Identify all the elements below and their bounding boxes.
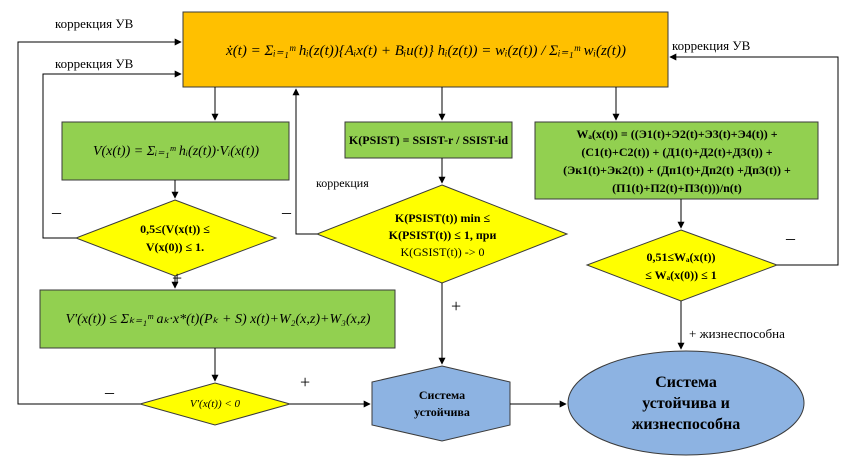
- viability-line-2: (С1(t)+С2(t)) + (Д1(t)+Д2(t)+Д3(t)) +: [581, 145, 773, 159]
- final-line-3: жизнеспособна: [631, 415, 741, 433]
- viability-line-1: Wₐ(x(t)) = ((Э1(t)+Э2(t)+Э3(t)+Э4(t)) +: [576, 127, 778, 141]
- viable-plus-label: + жизнеспособна: [689, 326, 785, 341]
- system-model-block: [182, 11, 669, 88]
- system-stable-pentagon: [371, 365, 511, 442]
- system-stable-text: Система устойчива: [380, 385, 504, 423]
- k-check-line-3: K(GSIST(t)) -> 0: [400, 244, 485, 259]
- minus-sign-left: –: [52, 202, 61, 222]
- minus-sign-right: –: [786, 228, 795, 248]
- correction-uv-label-right: коррекция УВ: [672, 38, 751, 53]
- viability-check-text: 0,51≤Wₐ(x(t)) ≤ Wₐ(x(0)) ≤ 1: [615, 247, 747, 285]
- lyapunov-derivative-formula: V′(x(t)) ≤ Σₖ₌₁ᵐ aₖ·x*(t)(Pₖ + S) x(t)+W…: [65, 311, 371, 327]
- k-check-line-2: K(PSIST(t)) ≤ 1, при: [388, 227, 497, 242]
- lyapunov-check-line-2: V(x(0)) ≤ 1.: [145, 240, 205, 254]
- system-stable-viable-text: Система устойчива и жизнеспособна: [596, 368, 776, 438]
- lyapunov-function-formula: V(x(t)) = Σᵢ₌₁ᵐ hᵢ(z(t))·Vᵢ(x(t)): [92, 143, 260, 159]
- minus-sign-bottom: –: [105, 382, 114, 402]
- correction-label-mid: коррекция: [316, 176, 369, 190]
- correction-uv-label-top: коррекция УВ: [55, 16, 134, 31]
- lyapunov-derivative-block: [39, 289, 396, 349]
- stability-coefficient-check-text: K(PSIST(t)) min ≤ K(PSIST(t)) ≤ 1, при K…: [360, 208, 525, 262]
- plus-sign-bottom: +: [300, 372, 311, 392]
- plus-sign-mid: +: [451, 296, 462, 316]
- derivative-check-text: V′(x(t)) < 0: [189, 398, 241, 410]
- minus-sign-mid: –: [282, 202, 291, 222]
- viability-line-4: (П1(t)+П2(t)+П3(t)))/n(t): [612, 181, 742, 195]
- stable-line-1: Система: [418, 388, 466, 402]
- viability-check-line-1: 0,51≤Wₐ(x(t)): [646, 250, 716, 264]
- correction-uv-label-left: коррекция УВ: [55, 56, 134, 71]
- k-check-line-1: K(PSIST(t)) min ≤: [394, 210, 491, 225]
- stability-coefficient-block: [344, 121, 513, 159]
- lyapunov-check-line-1: 0,5≤(V(x(t)) ≤: [140, 222, 210, 236]
- viability-check-line-2: ≤ Wₐ(x(0)) ≤ 1: [645, 268, 717, 282]
- final-line-1: Система: [655, 373, 717, 391]
- system-model-formula: ẋ(t) = Σᵢ₌₁ᵐ hᵢ(z(t)){Aᵢx(t) + Bᵢu(t)} h…: [226, 42, 626, 59]
- plus-sign-left: +: [172, 268, 183, 288]
- stability-coefficient-formula: K(PSIST) = SSIST-r / SSIST-id: [348, 132, 509, 147]
- final-line-2: устойчива и: [642, 394, 730, 412]
- stable-line-2: устойчива: [414, 405, 470, 419]
- viability-function-formula: Wₐ(x(t)) = ((Э1(t)+Э2(t)+Э3(t)+Э4(t)) + …: [538, 124, 816, 198]
- viability-function-block: [534, 121, 819, 200]
- lyapunov-check-text: 0,5≤(V(x(t)) ≤ V(x(0)) ≤ 1.: [100, 218, 250, 258]
- viability-line-3: (Эк1(t)+Эк2(t)) + (Дп1(t)+Дп2(t) +Дп3(t)…: [563, 163, 791, 177]
- derivative-check-diamond: [138, 382, 292, 426]
- lyapunov-function-block: [61, 121, 290, 181]
- system-stable-viable-ellipse: [567, 350, 805, 456]
